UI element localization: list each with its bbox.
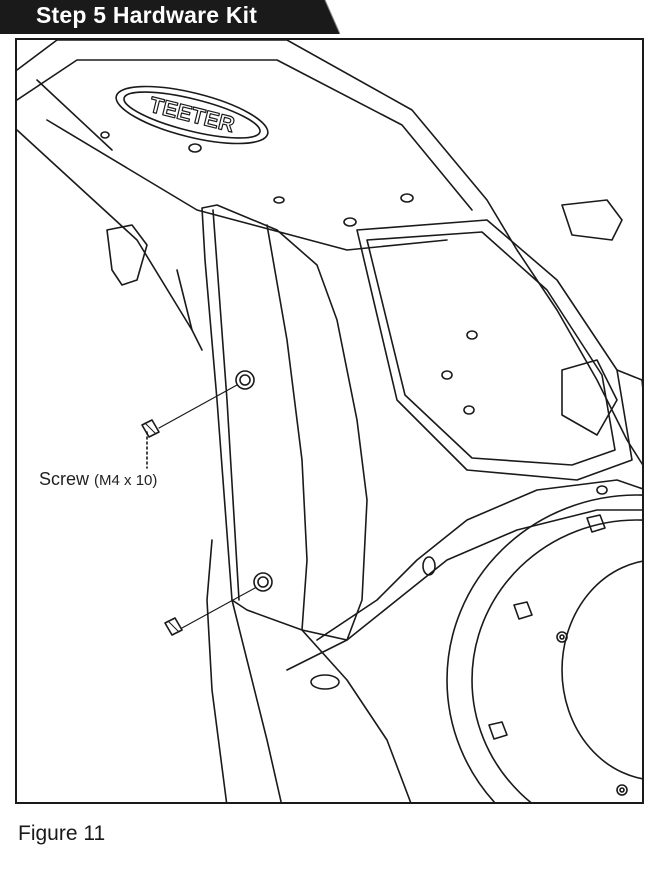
flywheel-housing [446,494,642,802]
teeter-logo: TEETER [115,85,269,145]
screw-upper [141,384,238,438]
screw-callout: Screw (M4 x 10) [39,469,157,490]
hardware-illustration: TEETER [17,40,642,802]
header-tab-shape [0,0,340,34]
step-header: Step 5 Hardware Kit [0,0,340,34]
screw-lower [164,587,256,636]
callout-part: Screw [39,469,90,489]
figure-caption: Figure 11 [18,822,106,845]
callout-spec: (M4 x 10) [94,472,158,489]
step-title: Step 5 Hardware Kit [36,2,258,28]
figure-frame: TEETER [15,38,644,804]
side-cover-panel [201,204,368,641]
